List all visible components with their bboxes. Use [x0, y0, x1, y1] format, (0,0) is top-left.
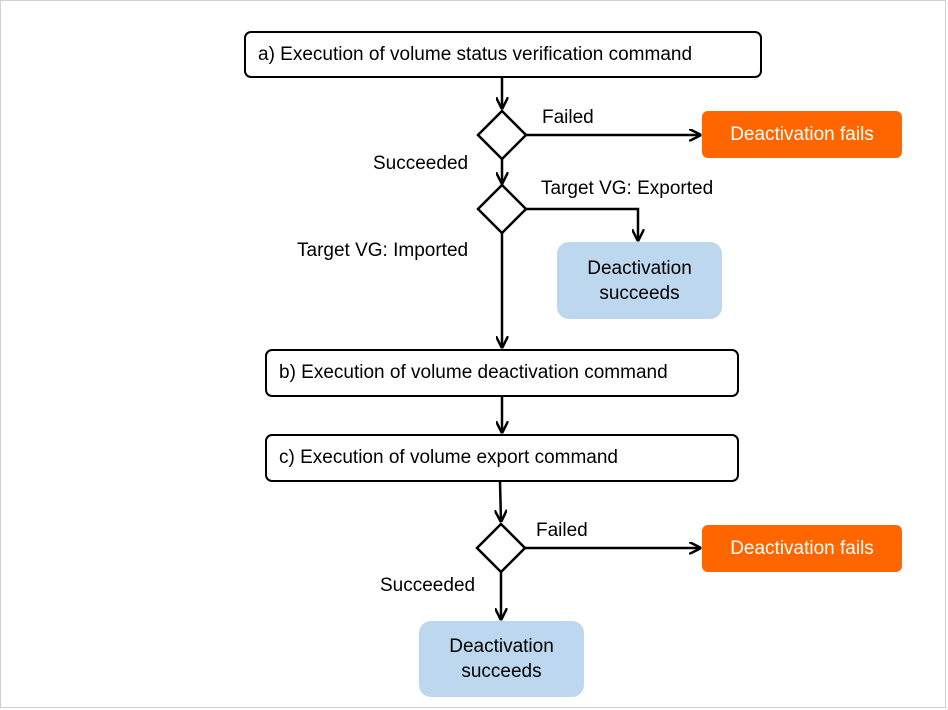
- label-failed-2: Failed: [536, 520, 588, 541]
- decision-diamond-3: [475, 522, 527, 574]
- node-deactivation-succeeds-2: Deactivation succeeds: [419, 621, 584, 697]
- success-1-line2: succeeds: [599, 282, 680, 304]
- success-1-line1: Deactivation: [587, 257, 692, 279]
- success-2-line2: succeeds: [461, 661, 542, 682]
- decision-diamond-1: [476, 109, 528, 161]
- success-2-line1: Deactivation: [449, 636, 554, 657]
- label-succeeded-2: Succeeded: [380, 575, 476, 596]
- decision-diamond-2: [476, 183, 528, 235]
- node-deactivation-succeeds-1: Deactivation succeeds: [557, 242, 722, 319]
- node-deactivation-fails-2: Deactivation fails: [702, 525, 902, 572]
- node-deactivation-fails-1: Deactivation fails: [702, 111, 902, 158]
- node-b-deactivation: b) Execution of volume deactivation comm…: [265, 349, 739, 397]
- label-failed-1: Failed: [542, 107, 594, 128]
- label-succeeded-1: Succeeded: [373, 153, 469, 174]
- node-c-export: c) Execution of volume export command: [265, 434, 739, 482]
- node-a-status-verification: a) Execution of volume status verificati…: [244, 31, 762, 78]
- edge-decision2-exported: [526, 207, 638, 240]
- edge-c-to-decision3: [500, 481, 501, 521]
- label-target-vg-imported: Target VG: Imported: [297, 240, 469, 261]
- label-target-vg-exported: Target VG: Exported: [541, 178, 714, 199]
